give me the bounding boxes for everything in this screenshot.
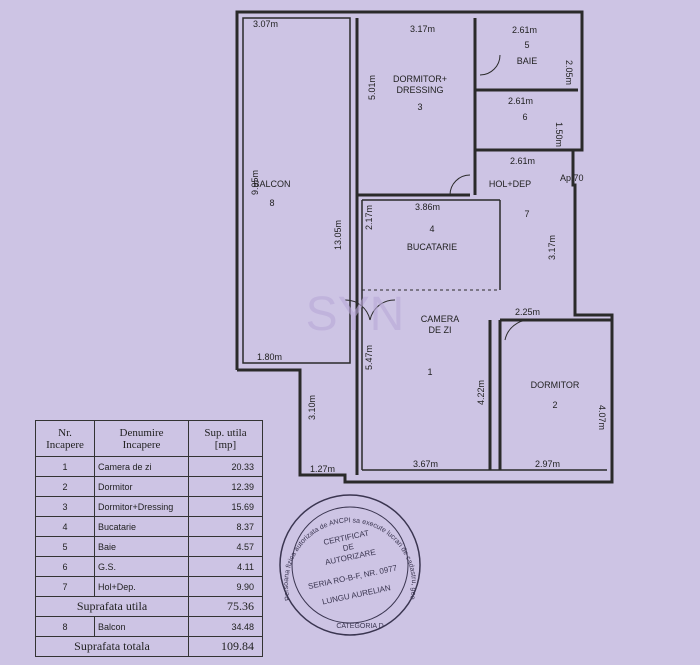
stamp-category: CATEGORIA D <box>336 623 383 630</box>
watermark: SYN <box>306 288 405 341</box>
row-number: 1 <box>35 456 95 477</box>
dimension-label: 3.86m <box>415 202 440 212</box>
header-nr: Nr. Incapere <box>35 420 95 457</box>
header-name: Denumire Incapere <box>94 420 189 457</box>
row-name: Dormitor+Dressing <box>94 496 189 517</box>
row-area: 34.48 <box>188 616 263 637</box>
table-header: Nr. Incapere Denumire Incapere Sup. util… <box>35 420 263 457</box>
room-6-number: 6 <box>522 112 527 122</box>
dimension-label: 1.27m <box>310 464 335 474</box>
dimension-label: 2.05m <box>564 60 574 85</box>
row-number: 2 <box>35 476 95 497</box>
apartment-number: Ap.70 <box>560 173 584 183</box>
room-5-name: BAIE <box>517 56 538 66</box>
row-name: Hol+Dep. <box>94 576 189 597</box>
header-area: Sup. utila [mp] <box>188 420 263 457</box>
dimension-label: 3.17m <box>410 24 435 34</box>
row-name: Baie <box>94 536 189 557</box>
util-value: 75.36 <box>188 596 263 617</box>
room-1-number: 1 <box>427 367 432 377</box>
dimension-label: 4.07m <box>597 405 607 430</box>
room-8-name: BALCON <box>253 179 290 189</box>
dimension-label: 2.17m <box>364 205 374 230</box>
room-7-name: HOL+DEP <box>489 179 531 189</box>
row-number: 4 <box>35 516 95 537</box>
row-area: 4.57 <box>188 536 263 557</box>
stamp-line: DE <box>342 542 355 553</box>
dimension-label: 2.25m <box>515 307 540 317</box>
dimension-label: 2.97m <box>535 459 560 469</box>
row-area: 12.39 <box>188 476 263 497</box>
row-area: 20.33 <box>188 456 263 477</box>
row-number: 7 <box>35 576 95 597</box>
room-5-number: 5 <box>524 40 529 50</box>
total-label: Suprafata totala <box>35 636 189 657</box>
room-3-name: DORMITOR+DRESSING <box>393 74 447 95</box>
util-label: Suprafata utila <box>35 596 189 617</box>
dimensions: 3.07m 3.17m 2.61m 2.05m 2.61m 1.50m 2.61m 5.01m… <box>250 19 607 474</box>
dimension-label: 1.80m <box>257 352 282 362</box>
room-2-number: 2 <box>552 400 557 410</box>
dimension-label: 3.67m <box>413 459 438 469</box>
dimension-label: 4.22m <box>476 380 486 405</box>
dimension-label: 3.10m <box>307 395 317 420</box>
dimension-label: 3.17m <box>547 235 557 260</box>
row-name: Dormitor <box>94 476 189 497</box>
row-number: 8 <box>35 616 95 637</box>
row-number: 5 <box>35 536 95 557</box>
dimension-label: 2.61m <box>512 25 537 35</box>
row-area: 8.37 <box>188 516 263 537</box>
room-4-name: BUCATARIE <box>407 242 457 252</box>
room-4-number: 4 <box>429 224 434 234</box>
dimension-label: 5.01m <box>367 75 377 100</box>
area-table: Nr. Incapere Denumire Incapere Sup. util… <box>35 420 263 657</box>
row-number: 6 <box>35 556 95 577</box>
room-3-number: 3 <box>417 102 422 112</box>
stamp-name: LUNGU AURELIAN <box>321 583 391 606</box>
row-area: 9.90 <box>188 576 263 597</box>
dimension-label: 3.07m <box>253 19 278 29</box>
dimension-label: 13.05m <box>333 220 343 250</box>
room-2-name: DORMITOR <box>531 380 580 390</box>
row-number: 3 <box>35 496 95 517</box>
dimension-label: 2.61m <box>510 156 535 166</box>
dimension-label: 1.50m <box>554 122 564 147</box>
total-value: 109.84 <box>188 636 263 657</box>
room-8-number: 8 <box>269 198 274 208</box>
row-name: G.S. <box>94 556 189 577</box>
dimension-label: 2.61m <box>508 96 533 106</box>
row-name: Bucatarie <box>94 516 189 537</box>
dimension-label: 9.95m <box>250 170 260 195</box>
dimension-label: 5.47m <box>364 345 374 370</box>
row-area: 15.69 <box>188 496 263 517</box>
row-area: 4.11 <box>188 556 263 577</box>
row-name: Balcon <box>94 616 189 637</box>
row-name: Camera de zi <box>94 456 189 477</box>
room-7-number: 7 <box>524 209 529 219</box>
walls <box>235 10 614 484</box>
